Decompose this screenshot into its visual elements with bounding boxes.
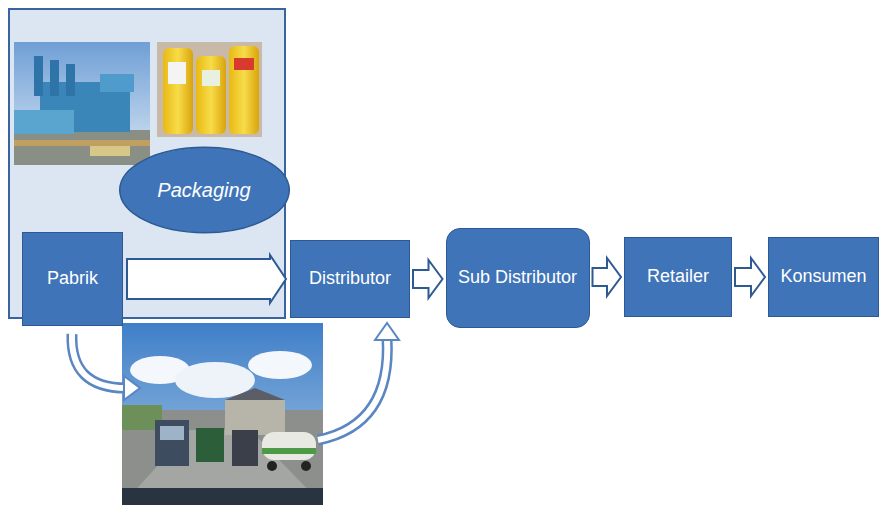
node-label: Pabrik [47, 268, 98, 290]
block-arrow [735, 258, 765, 296]
oil-photo [157, 42, 262, 137]
truck-photo [122, 323, 323, 505]
curved-arrow [72, 334, 140, 400]
consumer-box: Konsumen [768, 237, 879, 317]
block-arrow [593, 258, 622, 296]
node-label: Distributor [309, 268, 391, 290]
distributor-box: Distributor [290, 240, 410, 318]
factory-box: Pabrik [22, 232, 123, 326]
node-label: Retailer [647, 266, 709, 288]
factory-photo [14, 42, 150, 165]
curved-arrow [318, 323, 399, 440]
node-label: Packaging [157, 178, 250, 202]
retailer-box: Retailer [624, 237, 732, 317]
node-label: Sub Distributor [458, 267, 577, 289]
block-arrow [127, 255, 286, 303]
block-arrow [413, 260, 443, 298]
node-label: Konsumen [780, 266, 866, 288]
packaging-ellipse: Packaging [118, 146, 291, 234]
sub-distributor-box: Sub Distributor [446, 228, 590, 328]
